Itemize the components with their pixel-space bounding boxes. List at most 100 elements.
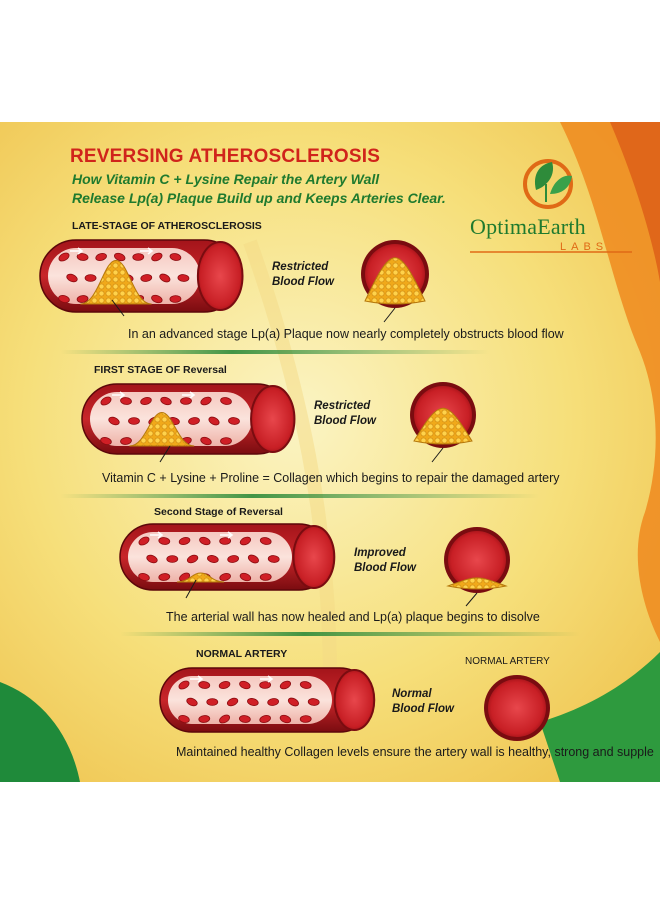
stage-3-pointer: [185, 579, 197, 599]
stage-1-circle-pointer: [383, 307, 396, 323]
stage-2-flow-line2: Blood Flow: [314, 415, 376, 427]
green-corner-right: [540, 652, 660, 782]
stage-2-blood-cell: [220, 397, 232, 405]
logo-labs: LABS: [560, 241, 609, 253]
stage-4-flow-line1: Normal: [392, 688, 432, 700]
stage-1-caption: In an advanced stage Lp(a) Plaque now ne…: [128, 327, 564, 341]
stage-3-circle-pointer: [465, 592, 478, 607]
stage-4-artery-opening: [333, 669, 376, 731]
background-and-illustrations: [0, 122, 660, 782]
stage-2-flow-arrow-icon: [182, 391, 196, 399]
stage-3-blood-cell: [138, 572, 150, 582]
stage-3-artery: [119, 523, 510, 607]
stage-1-blood-cell: [151, 294, 163, 304]
stage-1-blood-cell: [169, 253, 182, 261]
decorative-swirl: [243, 239, 337, 683]
stage-3-plaque: [176, 572, 225, 583]
subtitle-line-1: How Vitamin C + Lysine Repair the Artery…: [72, 171, 380, 187]
stage-2-blood-cell: [140, 396, 152, 406]
stage-3-blood-cell: [146, 554, 158, 564]
logo-mark-icon: [523, 159, 573, 209]
stage-1-blood-cell: [58, 252, 70, 262]
subtitle-line-2: Release Lp(a) Plaque Build up and Keeps …: [72, 190, 446, 206]
stage-1-blood-cell: [95, 252, 107, 262]
stage-1-artery-opening: [196, 241, 244, 311]
stage-2-blood-cell: [220, 437, 232, 445]
stage-2-artery-opening: [250, 385, 296, 453]
stage-1-blood-cell: [114, 252, 126, 262]
stage-3-blood-cell: [199, 536, 211, 546]
stage-4-flow-arrow-icon: [260, 675, 274, 683]
stage-3-cross-section: [448, 531, 506, 589]
stage-3-flow-arrow-icon: [220, 531, 234, 539]
orange-swoosh-right: [560, 122, 660, 642]
stage-3-blood-cell: [186, 554, 199, 564]
stage-3-flow-line2: Blood Flow: [354, 562, 416, 574]
stage-3-blood-cell: [178, 536, 191, 546]
stage-1-blood-cell: [132, 253, 145, 261]
stage-4-blood-cell: [178, 680, 190, 690]
stage-4-blood-cell: [279, 680, 292, 690]
stage-1-heading: LATE-STAGE OF ATHEROSCLEROSIS: [72, 220, 262, 232]
stage-2-circle-pointer: [431, 447, 444, 463]
stage-4-blood-cell: [259, 714, 271, 724]
stage-4-cross-section: [488, 679, 546, 737]
stage-2-caption: Vitamin C + Lysine + Proline = Collagen …: [102, 471, 560, 485]
stage-4-blood-cell: [226, 697, 239, 707]
stage-3-artery-opening: [292, 525, 336, 589]
stage-3-cross-section-plaque: [446, 577, 508, 590]
stage-3-blood-cell: [138, 536, 150, 546]
stage-2-flow-arrow-icon: [112, 391, 126, 399]
stage-4-blood-cell: [178, 714, 190, 724]
stage-4-blood-cell: [218, 680, 231, 690]
page-title: REVERSING ATHEROSCLEROSIS: [70, 146, 381, 167]
stage-1-artery: [39, 239, 429, 323]
stage-1-blood-cell: [140, 274, 153, 282]
stage-4-blood-cell: [219, 714, 231, 724]
stage-2-blood-cell: [120, 397, 132, 405]
stage-2-pointer: [159, 445, 171, 463]
stage-4-blood-cell: [198, 681, 211, 689]
stage-3-flow-line1: Improved: [354, 547, 406, 559]
stage-4-blood-cell: [239, 680, 251, 690]
stage-2-flow-line1: Restricted: [314, 400, 371, 412]
logo-brand: OptimaEarth: [470, 214, 586, 239]
stage-3-blood-cell: [259, 537, 272, 545]
stage-3-blood-cell: [158, 537, 171, 545]
stage-4-blood-cell: [279, 714, 292, 724]
stage-1-blood-cell: [76, 253, 89, 261]
orange-corner: [610, 122, 660, 282]
stage-3-blood-cell: [267, 555, 280, 563]
stage-4-blood-cell: [259, 681, 272, 689]
stage-1-flow-line1: Restricted: [272, 261, 329, 273]
stage-2-artery: [81, 382, 476, 463]
stage-4-flow-arrow-icon: [190, 675, 204, 683]
stage-1-flow-arrow-icon: [140, 247, 154, 255]
stage-4-artery: [159, 667, 550, 741]
stage-2-blood-cell: [188, 417, 200, 425]
stage-1-blood-cell: [169, 295, 182, 303]
stage-3-flow-arrow-icon: [150, 531, 164, 539]
stage-1-blood-cell: [84, 274, 97, 282]
stage-4-blood-cell: [198, 715, 211, 723]
stage-3-blood-cell: [239, 572, 252, 582]
stage-2-heading: FIRST STAGE OF Reversal: [94, 364, 227, 376]
infographic: REVERSING ATHEROSCLEROSIS How Vitamin C …: [0, 122, 660, 782]
stage-4-blood-cell: [307, 698, 320, 706]
stage-2-blood-cell: [200, 436, 212, 446]
stage-3-heading: Second Stage of Reversal: [154, 506, 283, 518]
stage-2-blood-cell: [100, 396, 112, 406]
arteries: [39, 239, 550, 741]
stage-1-flow-arrow-icon: [70, 247, 84, 255]
stage-1-blood-cell: [66, 273, 78, 283]
stage-2-blood-cell: [200, 396, 212, 406]
stage-2-blood-cell: [108, 416, 120, 426]
stage-4-blood-cell: [247, 698, 259, 706]
stage-1-blood-cell: [76, 295, 89, 303]
stage-4-blood-cell: [267, 698, 280, 706]
stage-2-plaque: [129, 412, 195, 447]
stage-4-circle-label: NORMAL ARTERY: [465, 656, 550, 667]
